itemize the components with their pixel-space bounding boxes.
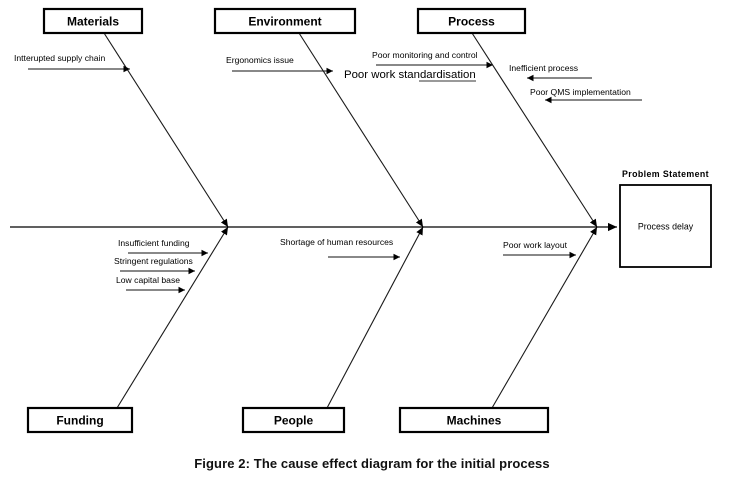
bone-people [326, 226, 424, 409]
category-label-environment: Environment [248, 14, 321, 28]
cause-label-process-1: Poor work standardisation [344, 69, 476, 81]
category-box-environment[interactable] [213, 7, 357, 35]
category-label-materials: Materials [67, 14, 119, 28]
cause-label-funding-0: Insufficient funding [118, 238, 190, 248]
category-label-machines: Machines [447, 413, 502, 427]
cause-label-machines-0: Poor work layout [503, 240, 568, 250]
bone-machines [491, 226, 598, 409]
category-label-people: People [274, 413, 314, 427]
cause-label-materials-0: Intterupted supply chain [14, 53, 105, 63]
cause-label-environment-0: Ergonomics issue [226, 55, 294, 65]
bones-layer [103, 32, 598, 409]
problem-statement-box[interactable] [619, 184, 712, 268]
cause-label-process-3: Poor QMS implementation [530, 87, 631, 97]
bone-environment [298, 32, 424, 228]
category-box-people[interactable] [241, 406, 346, 434]
category-box-process[interactable] [416, 7, 527, 35]
category-box-funding[interactable] [26, 406, 134, 434]
cause-label-process-0: Poor monitoring and control [372, 50, 478, 60]
cause-label-people-0: Shortage of human resources [280, 237, 393, 247]
cause-label-funding-2: Low capital base [116, 275, 180, 285]
problem-statement-title: Problem Statement [622, 169, 709, 179]
category-label-process: Process [448, 14, 495, 28]
category-box-materials[interactable] [42, 7, 144, 35]
bone-materials [103, 32, 229, 228]
category-label-funding: Funding [56, 413, 103, 427]
category-box-machines[interactable] [398, 406, 550, 434]
cause-label-process-2: Inefficient process [509, 63, 578, 73]
problem-statement-text: Process delay [638, 222, 694, 232]
bone-funding [116, 226, 229, 409]
figure-caption: Figure 2: The cause effect diagram for t… [194, 456, 550, 471]
causes-layer: Intterupted supply chain Ergonomics issue… [14, 50, 642, 294]
cause-label-funding-1: Stringent regulations [114, 256, 193, 266]
